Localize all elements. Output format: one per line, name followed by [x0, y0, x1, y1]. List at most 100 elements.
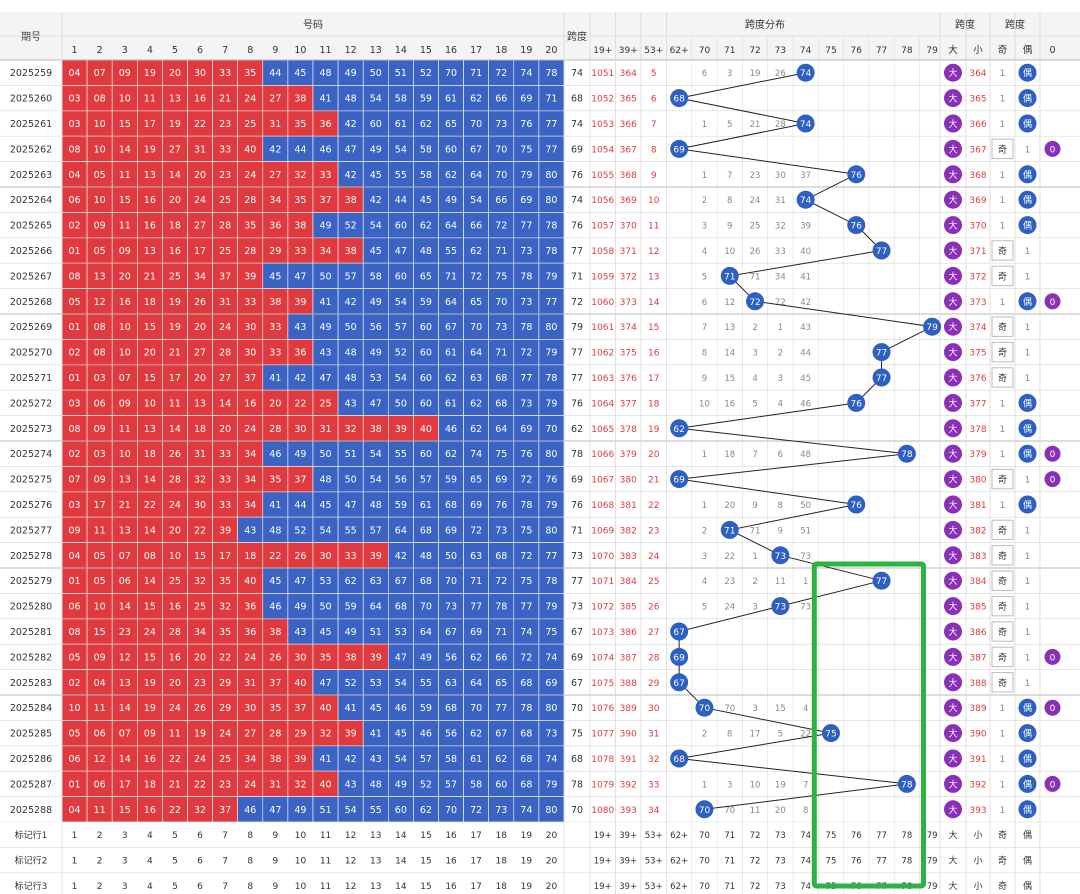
number-text: 67 — [445, 627, 457, 638]
number-cell — [337, 796, 364, 823]
small-miss: 370 — [969, 222, 986, 232]
footer-dist: 70 — [699, 882, 710, 892]
number-text: 05 — [69, 652, 81, 663]
number-text: 78 — [545, 576, 557, 587]
span-circle — [872, 571, 891, 590]
number-cell — [488, 567, 515, 594]
span-circle — [670, 419, 689, 438]
count-cell: 25 — [648, 577, 659, 587]
count-cell: 371 — [620, 247, 637, 257]
number-text: 27 — [194, 221, 206, 232]
number-text: 24 — [219, 322, 231, 333]
num-col-header: 7 — [222, 45, 228, 56]
number-cell — [488, 339, 515, 366]
odd-miss: 1 — [1000, 450, 1006, 460]
number-text: 22 — [194, 779, 206, 790]
number-text: 49 — [370, 297, 382, 308]
number-text: 21 — [144, 271, 156, 282]
number-text: 54 — [370, 221, 382, 232]
big-header: 大 — [948, 44, 958, 56]
number-cell — [61, 745, 88, 772]
number-text: 52 — [345, 678, 357, 689]
number-text: 43 — [320, 348, 332, 359]
number-cell — [262, 542, 289, 569]
number-text: 80 — [545, 170, 557, 181]
number-text: 72 — [520, 551, 532, 562]
number-text: 27 — [194, 348, 206, 359]
big-marker-text: 大 — [948, 118, 957, 130]
count-cell: 375 — [620, 349, 637, 359]
number-cell — [488, 745, 515, 772]
number-cell — [413, 618, 439, 645]
number-text: 46 — [320, 144, 332, 155]
number-text: 70 — [445, 805, 457, 816]
miss-count: 5 — [702, 272, 707, 282]
miss-count: 71 — [750, 272, 761, 282]
number-text: 42 — [345, 297, 357, 308]
number-text: 35 — [269, 475, 281, 486]
footer-dist: 53+ — [645, 831, 663, 841]
number-cell — [86, 288, 113, 315]
number-text: 79 — [545, 779, 557, 790]
even-marker — [1018, 749, 1037, 768]
number-text: 26 — [294, 551, 306, 562]
miss-count: 2 — [752, 577, 757, 587]
number-text: 80 — [545, 525, 557, 536]
number-cell — [538, 135, 565, 162]
miss-count: 24 — [724, 603, 735, 613]
period-cell: 2025273 — [10, 424, 52, 435]
number-text: 24 — [194, 754, 206, 765]
dist-col-header: 75 — [825, 46, 836, 56]
count-cell: 1059 — [591, 272, 614, 282]
span-circle-text: 77 — [876, 349, 887, 359]
number-text: 08 — [69, 627, 81, 638]
number-text: 47 — [395, 246, 407, 257]
footer-num: 11 — [320, 831, 331, 841]
big-marker — [944, 800, 962, 819]
even-marker-text: 偶 — [1023, 499, 1032, 511]
number-text: 64 — [470, 678, 482, 689]
small-miss: 376 — [969, 374, 986, 384]
number-text: 24 — [194, 195, 206, 206]
number-cell — [262, 135, 289, 162]
number-text: 62 — [345, 576, 357, 587]
number-text: 03 — [69, 398, 81, 409]
even-marker-text: 偶 — [1023, 804, 1032, 816]
footer-big: 大 — [948, 829, 957, 841]
numbers-header: 号码 — [303, 19, 323, 31]
small-miss: 379 — [969, 450, 986, 460]
number-text: 20 — [169, 195, 181, 206]
number-cell — [162, 364, 188, 391]
number-text: 28 — [169, 475, 181, 486]
number-text: 14 — [144, 525, 156, 536]
big-marker — [944, 520, 962, 539]
number-text: 52 — [345, 221, 357, 232]
span-circle — [720, 520, 739, 539]
number-text: 02 — [69, 221, 81, 232]
number-text: 47 — [395, 652, 407, 663]
number-cell — [287, 466, 314, 493]
small-miss: 369 — [969, 196, 986, 206]
number-text: 69 — [520, 195, 532, 206]
miss-count: 26 — [750, 247, 761, 257]
footer-dist: 74 — [800, 857, 811, 867]
number-text: 69 — [520, 94, 532, 105]
number-text: 70 — [545, 424, 557, 435]
number-text: 55 — [420, 678, 432, 689]
number-text: 62 — [470, 246, 482, 257]
number-text: 62 — [445, 373, 457, 384]
count-cell: 9 — [651, 171, 657, 181]
count-cell: 366 — [620, 120, 637, 130]
number-cell — [513, 313, 540, 340]
miss-count: 8 — [702, 349, 707, 359]
number-cell — [212, 85, 239, 112]
miss-count: 41 — [800, 272, 811, 282]
count-cell: 21 — [648, 476, 659, 486]
number-text: 37 — [320, 195, 332, 206]
period-cell: 2025264 — [10, 195, 52, 206]
number-text: 16 — [144, 754, 156, 765]
span-value: 76 — [571, 170, 583, 181]
number-text: 70 — [445, 576, 457, 587]
number-text: 20 — [169, 525, 181, 536]
number-text: 11 — [94, 525, 106, 536]
